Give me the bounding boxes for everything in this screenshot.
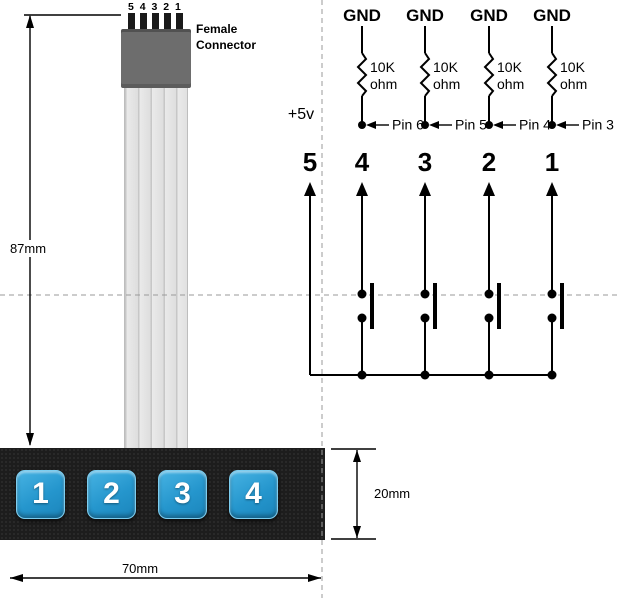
line-number: 2 — [482, 147, 496, 177]
gnd-label: GND — [406, 6, 444, 25]
switch-contact-top — [420, 289, 430, 299]
keypad-button-2: 2 — [87, 469, 136, 519]
resistor-icon — [419, 52, 431, 97]
pin-label: Pin 3 — [582, 117, 614, 133]
line-number: 5 — [303, 147, 317, 177]
switch-contact-top — [357, 289, 367, 299]
arrow-up-icon — [26, 15, 34, 28]
resistor-icon — [546, 52, 558, 97]
switch-contact-top — [547, 289, 557, 299]
resistor-icon — [356, 52, 368, 97]
resistor-unit-label: ohm — [560, 76, 587, 92]
line-number: 3 — [418, 147, 432, 177]
arrow-down-icon — [353, 526, 361, 538]
arrow-down-icon — [26, 433, 34, 446]
power-column: +5v 5 — [288, 106, 552, 376]
switch-contact-bottom — [357, 313, 367, 323]
schematic-column-1: GND 10K ohm Pin 3 1 — [533, 6, 614, 380]
gnd-label: GND — [533, 6, 571, 25]
switch-contact-top — [484, 289, 494, 299]
pin-arrow-icon — [429, 121, 439, 129]
arrow-up-icon — [353, 450, 361, 462]
resistor-unit-label: ohm — [433, 76, 460, 92]
arrow-right-icon — [308, 574, 321, 582]
membrane-keypad: 1 2 3 4 — [0, 448, 325, 540]
dimension-cable-length: 87mm — [6, 14, 121, 446]
connector-pin — [152, 13, 159, 31]
resistor-value-label: 10K — [497, 59, 523, 75]
label-backplate — [6, 240, 50, 257]
up-arrow-icon — [483, 182, 495, 196]
dimension-keypad-height: 20mm — [331, 448, 410, 540]
connector-pin — [176, 13, 183, 31]
female-connector — [121, 29, 191, 88]
ribbon-cable — [124, 88, 188, 448]
connector-pins — [128, 13, 183, 31]
line-number: 1 — [545, 147, 559, 177]
cable-length-label: 87mm — [10, 241, 46, 256]
resistor-value-label: 10K — [560, 59, 586, 75]
connector-pin-numbers: 5 4 3 2 1 — [128, 1, 183, 13]
power-label: +5v — [288, 106, 314, 123]
keypad-button-3: 3 — [158, 469, 207, 519]
schematic-column-4: GND 10K ohm Pin 6 4 — [343, 6, 424, 380]
rail-junction-dot — [547, 370, 557, 380]
dimension-keypad-width: 70mm — [10, 561, 321, 582]
switch-contact-bottom — [547, 313, 557, 323]
resistor-value-label: 10K — [370, 59, 396, 75]
rail-junction-dot — [484, 370, 494, 380]
pin-arrow-icon — [556, 121, 566, 129]
label-backplate — [112, 561, 168, 576]
connector-pin — [140, 13, 147, 31]
keypad-height-label: 20mm — [374, 486, 410, 501]
resistor-unit-label: ohm — [370, 76, 397, 92]
up-arrow-icon — [304, 182, 316, 196]
up-arrow-icon — [419, 182, 431, 196]
rail-junction-dot — [420, 370, 430, 380]
pin-arrow-icon — [493, 121, 503, 129]
pin-arrow-icon — [366, 121, 376, 129]
pin-label: Pin 5 — [455, 117, 487, 133]
keypad-button-4: 4 — [229, 469, 278, 519]
female-connector-label: Female Connector — [196, 22, 256, 52]
switch-contact-bottom — [420, 313, 430, 323]
resistor-unit-label: ohm — [497, 76, 524, 92]
gnd-label: GND — [470, 6, 508, 25]
resistor-icon — [483, 52, 495, 97]
junction-dot — [358, 121, 366, 129]
pin-label: Pin 4 — [519, 117, 551, 133]
line-number: 4 — [355, 147, 370, 177]
keypad-button-1: 1 — [16, 469, 65, 519]
keypad-width-label: 70mm — [122, 561, 158, 576]
gnd-label: GND — [343, 6, 381, 25]
resistor-value-label: 10K — [433, 59, 459, 75]
schematic-column-2: GND 10K ohm Pin 4 2 — [470, 6, 551, 380]
connector-pin — [128, 13, 135, 31]
up-arrow-icon — [546, 182, 558, 196]
pin-label: Pin 6 — [392, 117, 424, 133]
switch-contact-bottom — [484, 313, 494, 323]
connector-pin — [164, 13, 171, 31]
junction-dot — [421, 121, 429, 129]
rail-junction-dot — [357, 370, 367, 380]
junction-dot — [548, 121, 556, 129]
up-arrow-icon — [356, 182, 368, 196]
junction-dot — [485, 121, 493, 129]
schematic-column-3: GND 10K ohm Pin 5 3 — [406, 6, 487, 380]
arrow-left-icon — [10, 574, 23, 582]
